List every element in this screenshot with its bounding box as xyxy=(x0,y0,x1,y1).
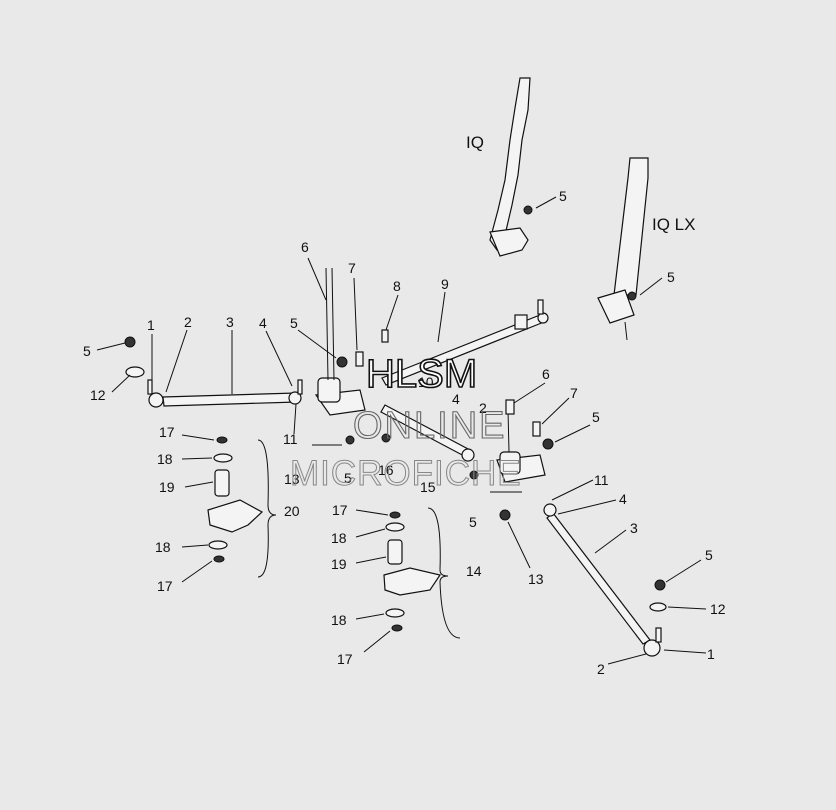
callout-5: 5 xyxy=(344,470,352,486)
callout-11: 11 xyxy=(283,431,298,447)
callout-18: 18 xyxy=(331,612,347,628)
iq-label: IQ xyxy=(466,133,484,152)
watermark-line-3: MICROFICHE xyxy=(290,454,522,493)
callout-14: 14 xyxy=(466,563,482,579)
middle-link xyxy=(380,404,475,462)
callout-15: 15 xyxy=(420,479,436,495)
callout-2: 2 xyxy=(184,314,192,330)
callout-1: 1 xyxy=(707,646,715,662)
hardware xyxy=(124,329,667,612)
callout-17: 17 xyxy=(332,502,348,518)
callout-17: 17 xyxy=(159,424,175,440)
idler-assembly-20 xyxy=(207,436,277,578)
watermark-line-2: ONLINE xyxy=(353,405,506,447)
callout-numbers: 5 1 12 2 3 4 11 6 7 8 9 5 10 13 5 16 15 … xyxy=(83,188,726,677)
callout-5: 5 xyxy=(592,409,600,425)
iq-lx-label: IQ LX xyxy=(652,215,695,234)
iq-steering-post xyxy=(489,77,533,257)
callout-5: 5 xyxy=(667,269,675,285)
iq-lx-steering-post xyxy=(597,157,649,341)
callout-13: 13 xyxy=(284,471,300,487)
callout-10: 10 xyxy=(418,374,434,390)
callout-5: 5 xyxy=(469,514,477,530)
callout-16: 16 xyxy=(378,462,394,478)
callout-20: 20 xyxy=(284,503,300,519)
callout-5: 5 xyxy=(83,343,91,359)
callout-9: 9 xyxy=(441,276,449,292)
callout-4: 4 xyxy=(452,391,460,407)
callout-13: 13 xyxy=(528,571,544,587)
right-pitman-arm xyxy=(496,409,546,483)
callout-18: 18 xyxy=(157,451,173,467)
right-tie-rod xyxy=(543,503,662,657)
left-pitman-arm xyxy=(314,267,366,416)
callout-4: 4 xyxy=(619,491,627,507)
callout-11: 11 xyxy=(594,472,609,488)
callout-5: 5 xyxy=(290,315,298,331)
callout-8: 8 xyxy=(393,278,401,294)
callout-12: 12 xyxy=(90,387,106,403)
callout-5: 5 xyxy=(705,547,713,563)
left-tie-rod xyxy=(147,379,303,408)
callout-6: 6 xyxy=(301,239,309,255)
callout-7: 7 xyxy=(570,385,578,401)
callout-5: 5 xyxy=(559,188,567,204)
callout-17: 17 xyxy=(337,651,353,667)
callout-7: 7 xyxy=(348,260,356,276)
idler-assembly-14 xyxy=(383,507,461,639)
callout-17: 17 xyxy=(157,578,173,594)
callout-2: 2 xyxy=(597,661,605,677)
callout-19: 19 xyxy=(159,479,175,495)
callout-19: 19 xyxy=(331,556,347,572)
callout-18: 18 xyxy=(331,530,347,546)
callout-6: 6 xyxy=(542,366,550,382)
callout-2: 2 xyxy=(479,400,487,416)
center-link xyxy=(381,299,549,386)
leader-lines xyxy=(96,196,707,665)
callout-3: 3 xyxy=(630,520,638,536)
callout-1: 1 xyxy=(147,317,155,333)
callout-12: 12 xyxy=(710,601,726,617)
callout-4: 4 xyxy=(259,315,267,331)
watermark: HLSM ONLINE MICROFICHE xyxy=(290,351,522,493)
callout-3: 3 xyxy=(226,314,234,330)
watermark-line-1: HLSM xyxy=(366,352,477,396)
callout-18: 18 xyxy=(155,539,171,555)
